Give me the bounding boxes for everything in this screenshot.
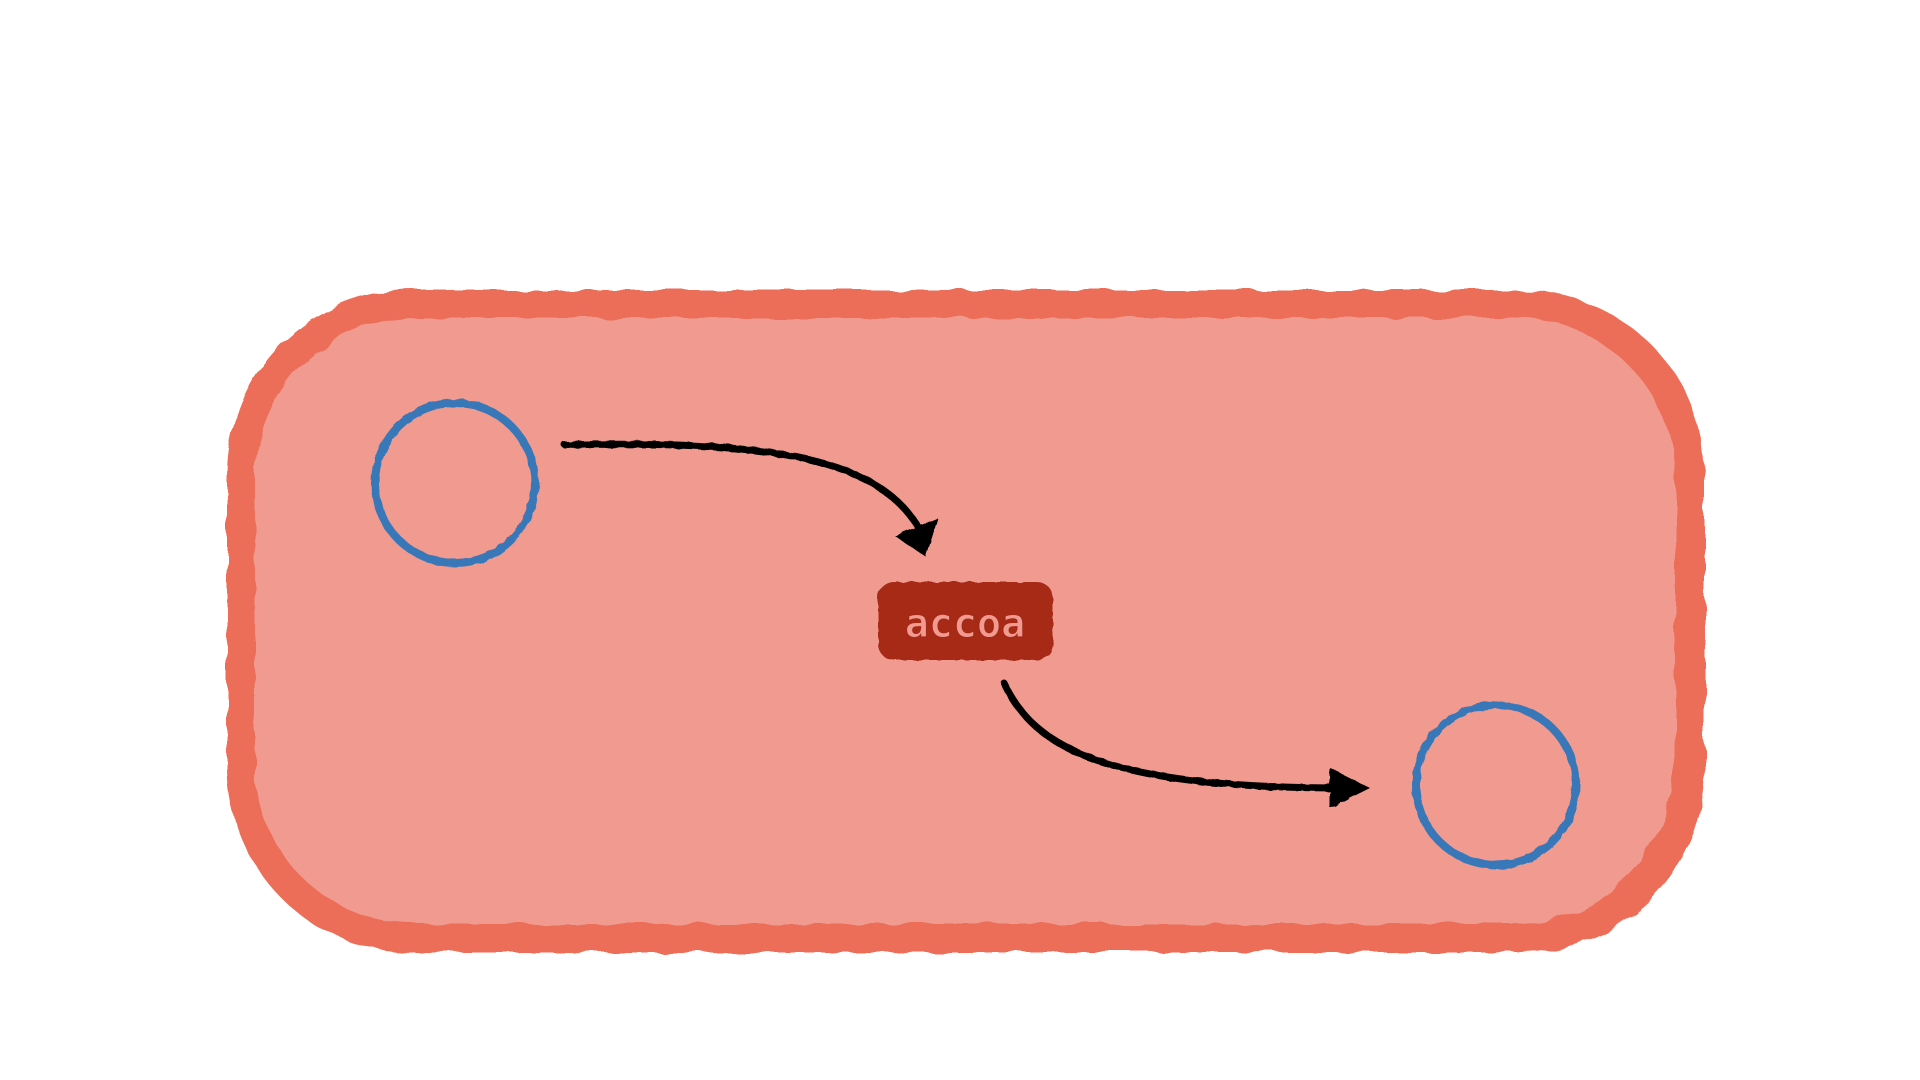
metabolite-node-accoa[interactable]: accoa: [878, 582, 1053, 660]
reaction-arrow-in: [561, 440, 938, 557]
reaction-arrow-out: [1000, 679, 1370, 808]
metabolite-circle-left[interactable]: [371, 399, 539, 567]
arrow-head: [895, 518, 938, 557]
node-label: accoa: [905, 601, 1025, 647]
arrow-shaft: [1000, 679, 1349, 792]
node-box: [878, 582, 1053, 660]
arrow-shaft: [561, 440, 924, 534]
arrow-head: [1330, 768, 1370, 808]
metabolite-circle-right[interactable]: [1412, 701, 1580, 869]
